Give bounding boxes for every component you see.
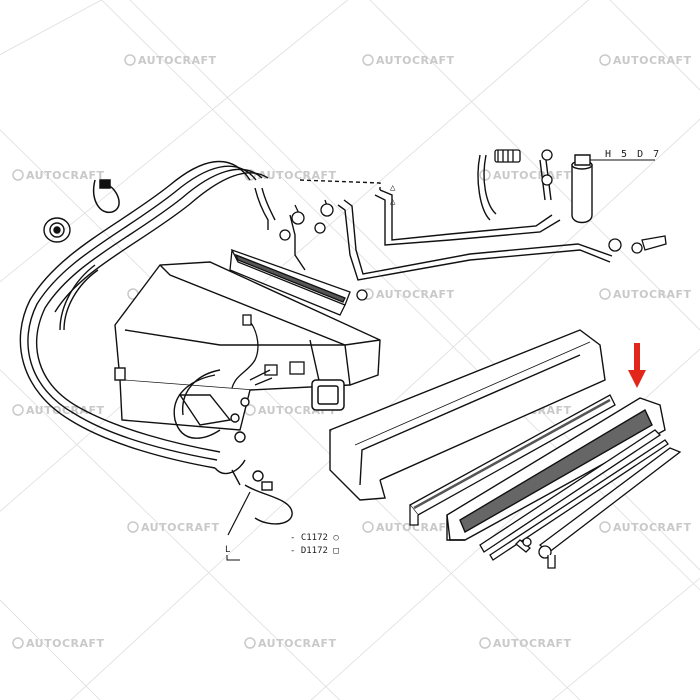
rear-vent-grille bbox=[229, 248, 368, 316]
watermark-2: AUTOCRAFT bbox=[362, 54, 455, 67]
watermark-text: AUTOCRAFT bbox=[26, 169, 105, 182]
watermark-14: AUTOCRAFT bbox=[362, 521, 455, 534]
watermark-text: AUTOCRAFT bbox=[376, 521, 455, 534]
pipe-fittings bbox=[279, 149, 553, 241]
watermark-3: AUTOCRAFT bbox=[599, 54, 692, 67]
seal-strip bbox=[409, 394, 616, 526]
watermark-13: AUTOCRAFT bbox=[127, 521, 220, 534]
variant-labels: - C1172 ○ - D1172 □ bbox=[290, 533, 339, 556]
highlight-arrow bbox=[628, 343, 646, 388]
dashboard-panel bbox=[329, 329, 606, 501]
vent-frame bbox=[311, 379, 345, 411]
watermark-text: AUTOCRAFT bbox=[26, 404, 105, 417]
watermark-text: AUTOCRAFT bbox=[613, 521, 692, 534]
trim-bar bbox=[479, 429, 669, 561]
variant-label-1: - C1172 ○ bbox=[290, 533, 339, 543]
receiver-drier bbox=[571, 154, 593, 224]
front-vent-grille bbox=[446, 397, 666, 541]
watermark-text: AUTOCRAFT bbox=[493, 637, 572, 650]
heater-hoses bbox=[19, 160, 276, 469]
right-fittings bbox=[608, 235, 667, 254]
watermark-text: AUTOCRAFT bbox=[376, 54, 455, 67]
pointer-l: L bbox=[225, 491, 251, 561]
heater-wiring bbox=[231, 314, 305, 389]
watermark-4: AUTOCRAFT bbox=[12, 169, 105, 182]
watermark-text: AUTOCRAFT bbox=[493, 169, 572, 182]
watermark-text: AUTOCRAFT bbox=[141, 521, 220, 534]
watermark-16: AUTOCRAFT bbox=[12, 637, 105, 650]
drain-hoses bbox=[173, 369, 293, 525]
triangle-mark-2: △ bbox=[390, 197, 396, 207]
variant-label-2: - D1172 □ bbox=[290, 546, 339, 556]
watermark-6: AUTOCRAFT bbox=[479, 169, 572, 182]
watermark-logos: AUTOCRAFT AUTOCRAFT AUTOCRAFT AUTOCRAFT … bbox=[12, 54, 692, 650]
watermark-text: AUTOCRAFT bbox=[613, 288, 692, 301]
watermark-17: AUTOCRAFT bbox=[244, 637, 337, 650]
heater-box bbox=[114, 261, 381, 431]
watermark-text: AUTOCRAFT bbox=[613, 54, 692, 67]
watermark-text: AUTOCRAFT bbox=[258, 169, 337, 182]
watermark-9: AUTOCRAFT bbox=[599, 288, 692, 301]
watermark-text: AUTOCRAFT bbox=[376, 288, 455, 301]
watermark-1: AUTOCRAFT bbox=[124, 54, 217, 67]
watermark-15: AUTOCRAFT bbox=[599, 521, 692, 534]
triangle-marks: △ △ bbox=[390, 183, 396, 207]
part-code-label: H 5 D 7 bbox=[590, 149, 661, 161]
watermark-text: AUTOCRAFT bbox=[26, 637, 105, 650]
watermark-18: AUTOCRAFT bbox=[479, 637, 572, 650]
watermark-8: AUTOCRAFT bbox=[362, 288, 455, 301]
pointer-letter: L bbox=[225, 545, 230, 555]
part-code: H 5 D 7 bbox=[605, 149, 661, 160]
triangle-mark-1: △ bbox=[390, 183, 396, 193]
hose-clip bbox=[93, 179, 120, 214]
watermark-text: AUTOCRAFT bbox=[258, 637, 337, 650]
watermark-text: AUTOCRAFT bbox=[138, 54, 217, 67]
grommet bbox=[43, 217, 71, 243]
support-rod bbox=[515, 447, 682, 569]
watermark-10: AUTOCRAFT bbox=[12, 404, 105, 417]
